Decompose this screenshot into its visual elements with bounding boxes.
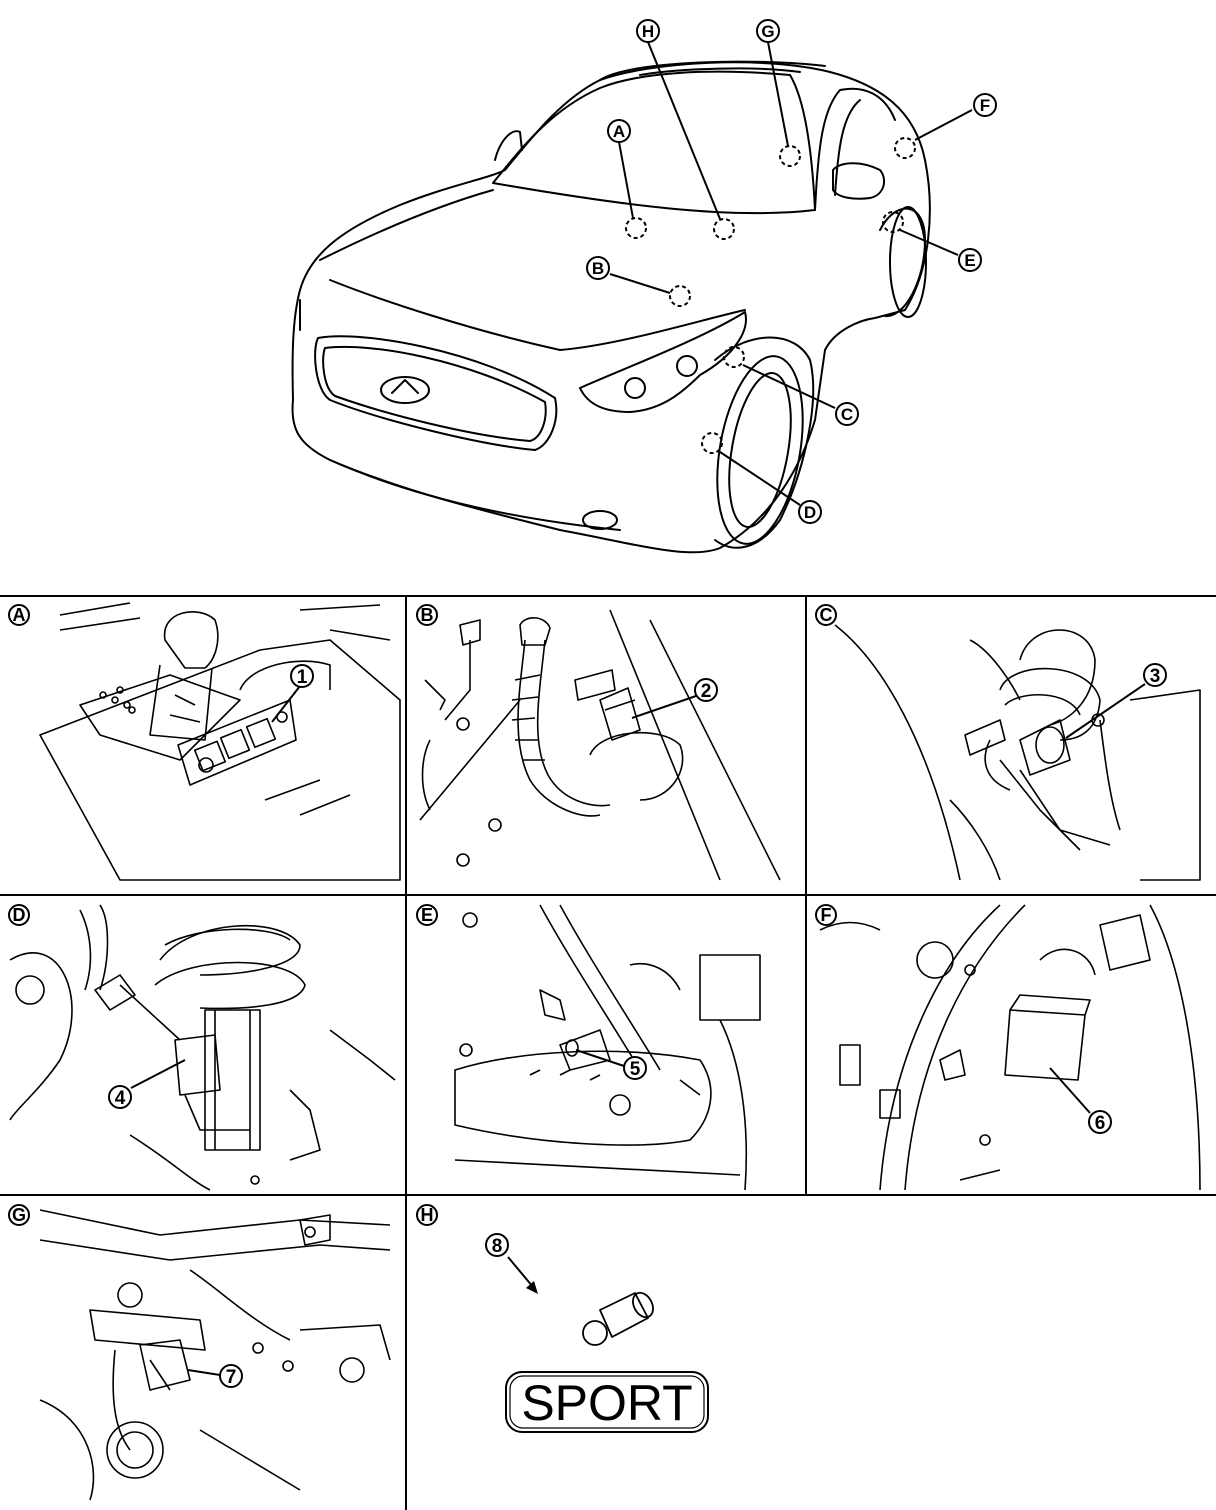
svg-text:A: A <box>13 605 26 625</box>
panel-h: 8 SPORT H <box>416 1204 709 1433</box>
marker-h <box>713 218 735 240</box>
panel-c-label: C <box>815 604 837 626</box>
callout-e: E <box>958 248 982 272</box>
part-1-callout: 1 <box>290 664 314 688</box>
part-5-callout: 5 <box>623 1056 647 1080</box>
callout-b: B <box>586 256 610 280</box>
callout-leaders <box>609 41 973 506</box>
panel-d: 4 D <box>8 904 396 1191</box>
svg-text:C: C <box>841 405 853 424</box>
vehicle-overview <box>291 60 931 554</box>
panel-c: 3 C <box>815 604 1201 881</box>
panel-f-label: F <box>815 904 837 926</box>
panel-a-label: A <box>8 604 30 626</box>
panel-d-label: D <box>8 904 30 926</box>
svg-text:2: 2 <box>701 681 712 702</box>
svg-text:B: B <box>421 605 434 625</box>
svg-text:D: D <box>804 503 816 522</box>
panel-g: 7 G <box>8 1204 391 1501</box>
sport-indicator-text: SPORT <box>521 1375 692 1431</box>
part-1-leader <box>271 685 301 723</box>
svg-text:G: G <box>12 1205 26 1225</box>
panel-e: 5 E <box>416 904 761 1191</box>
callout-a: A <box>607 119 631 143</box>
svg-text:B: B <box>592 259 604 278</box>
part-3-callout: 3 <box>1143 663 1167 687</box>
part-8-callout: 8 <box>485 1233 509 1257</box>
svg-text:7: 7 <box>226 1367 237 1388</box>
svg-text:D: D <box>13 905 26 925</box>
svg-text:5: 5 <box>630 1059 641 1080</box>
marker-c <box>723 346 745 368</box>
panel-b: 2 B <box>416 604 781 881</box>
svg-text:G: G <box>761 22 774 41</box>
panel-f: 6 F <box>815 904 1201 1191</box>
panel-b-label: B <box>416 604 438 626</box>
svg-text:F: F <box>980 96 990 115</box>
panel-h-label: H <box>416 1204 438 1226</box>
svg-text:3: 3 <box>1150 666 1161 687</box>
marker-a <box>625 217 647 239</box>
part-4-callout: 4 <box>108 1085 132 1109</box>
part-7-callout: 7 <box>219 1364 243 1388</box>
callout-h: H <box>636 19 660 43</box>
panel-c-illustration <box>834 624 1201 881</box>
panel-grid <box>0 595 1216 1510</box>
panel-g-illustration <box>39 1209 391 1501</box>
panel-a-illustration <box>39 602 401 881</box>
svg-text:E: E <box>421 905 433 925</box>
panel-f-illustration <box>819 904 1201 1191</box>
overview-callouts: A H G F E B C D <box>586 19 997 524</box>
marker-f <box>894 137 916 159</box>
marker-b <box>669 285 691 307</box>
marker-e <box>882 211 904 233</box>
panel-e-illustration <box>454 904 761 1191</box>
part-3-leader <box>1065 683 1146 739</box>
panel-d-illustration <box>9 904 396 1191</box>
svg-text:1: 1 <box>297 667 308 688</box>
marker-d <box>701 432 723 454</box>
callout-g: G <box>756 19 780 43</box>
svg-text:E: E <box>964 251 975 270</box>
svg-text:H: H <box>421 1205 434 1225</box>
svg-text:A: A <box>613 122 625 141</box>
sport-indicator: SPORT <box>505 1371 709 1433</box>
part-6-callout: 6 <box>1088 1110 1112 1134</box>
panel-a: 1 A <box>8 602 401 881</box>
marker-g <box>779 145 801 167</box>
callout-f: F <box>973 93 997 117</box>
svg-text:C: C <box>820 605 833 625</box>
panel-g-label: G <box>8 1204 30 1226</box>
callout-c: C <box>835 402 859 426</box>
callout-d: D <box>798 500 822 524</box>
bulb-illustration <box>582 1291 654 1346</box>
svg-text:H: H <box>642 22 654 41</box>
part-7-leader <box>187 1369 221 1376</box>
svg-text:F: F <box>821 905 832 925</box>
location-markers <box>625 137 916 454</box>
part-5-leader <box>575 1049 625 1067</box>
part-2-callout: 2 <box>694 678 718 702</box>
part-6-leader <box>1049 1067 1091 1114</box>
part-4-leader <box>130 1059 186 1089</box>
svg-text:4: 4 <box>115 1088 126 1109</box>
panel-b-illustration <box>419 609 781 881</box>
part-2-leader <box>631 695 697 719</box>
svg-text:8: 8 <box>492 1236 503 1257</box>
panel-e-label: E <box>416 904 438 926</box>
pointer-arrow <box>507 1256 538 1294</box>
svg-text:6: 6 <box>1095 1113 1106 1134</box>
